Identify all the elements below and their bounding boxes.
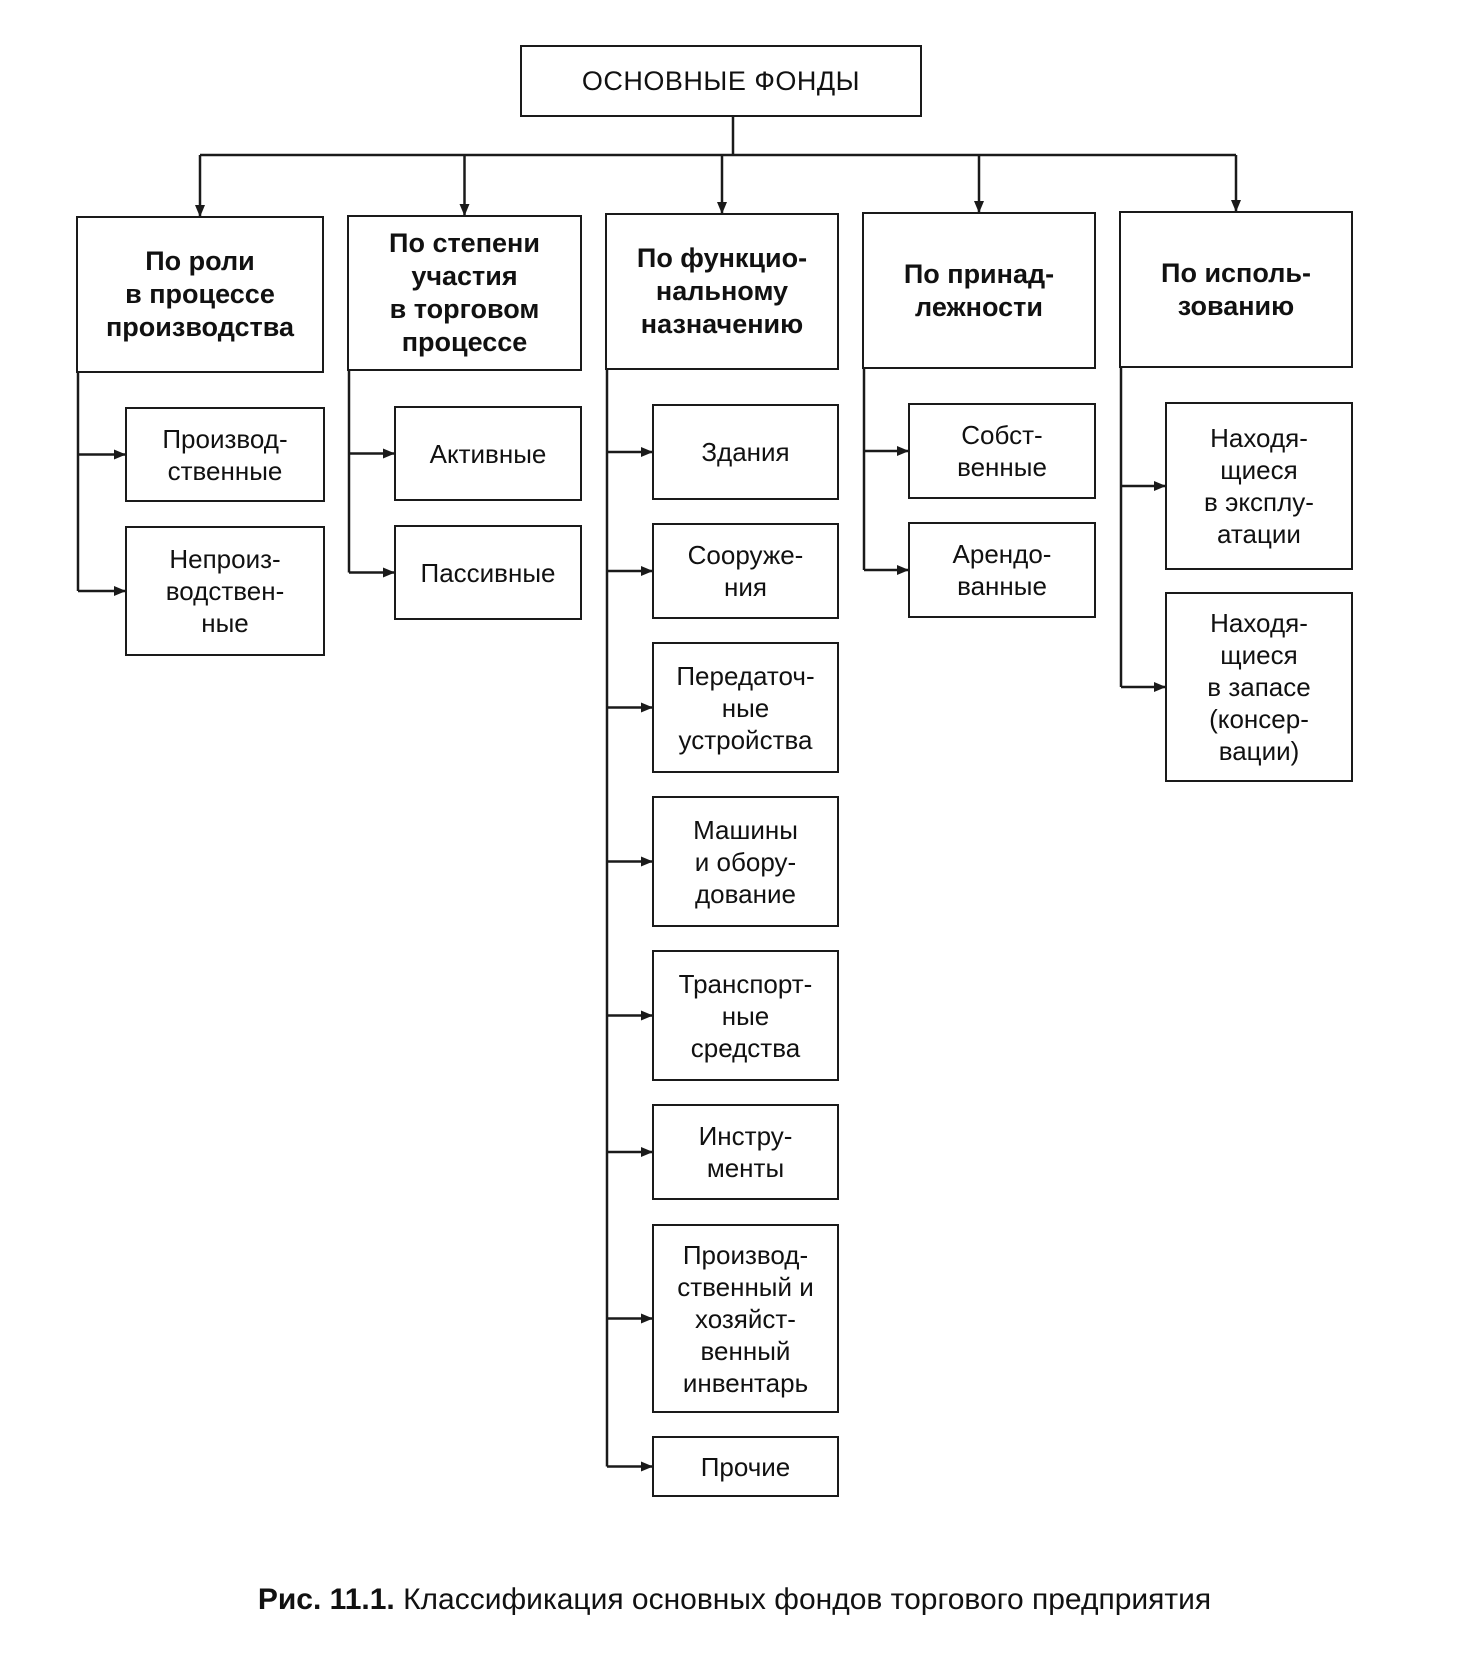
- root-label: ОСНОВНЫЕ ФОНДЫ: [581, 65, 861, 96]
- figure-caption: Рис. 11.1. Классификация основных фондов…: [0, 1583, 1469, 1617]
- category-label: По функцио- нальному назначению: [636, 243, 808, 339]
- leaf-box-non-production: Непроиз- водствен- ные: [125, 526, 325, 656]
- leaf-label: Находя- щиеся в эксплу- атации: [1204, 423, 1314, 549]
- leaf-label: Арендо- ванные: [952, 539, 1052, 601]
- connector-lines: [76, 117, 1241, 1472]
- leaf-label: Непроиз- водствен- ные: [165, 544, 285, 638]
- leaf-box-production: Производ- ственные: [125, 407, 325, 502]
- category-box-ownership: По принад- лежности: [862, 212, 1096, 369]
- leaf-label: Инстру- менты: [698, 1121, 793, 1183]
- leaf-label: Активные: [429, 438, 547, 469]
- leaf-box-structures: Сооруже- ния: [652, 523, 839, 619]
- leaf-label: Производ- ственный и хозяйст- венный инв…: [677, 1239, 814, 1398]
- leaf-box-tools: Инстру- менты: [652, 1104, 839, 1200]
- leaf-label: Сооруже- ния: [687, 540, 804, 602]
- category-box-function: По функцио- нальному назначению: [605, 213, 839, 370]
- leaf-box-machinery: Машины и обору- дование: [652, 796, 839, 927]
- leaf-label: Пассивные: [420, 557, 556, 588]
- leaf-label: Находя- щиеся в запасе (консер- вации): [1207, 608, 1311, 766]
- figure-caption-text: Классификация основных фондов торгового …: [403, 1583, 1212, 1616]
- leaf-label: Транспорт- ные средства: [678, 968, 813, 1063]
- leaf-box-vehicles: Транспорт- ные средства: [652, 950, 839, 1081]
- category-label: По принад- лежности: [903, 258, 1055, 322]
- leaf-label: Собст- венные: [957, 420, 1047, 482]
- leaf-box-leased: Арендо- ванные: [908, 522, 1096, 618]
- leaf-box-in-operation: Находя- щиеся в эксплу- атации: [1165, 402, 1353, 570]
- leaf-box-active: Активные: [394, 406, 582, 501]
- leaf-label: Прочие: [700, 1451, 791, 1482]
- leaf-label: Производ- ственные: [162, 423, 288, 486]
- leaf-box-transmission-devices: Передаточ- ные устройства: [652, 642, 839, 773]
- category-box-production-role: По роли в процессе производства: [76, 216, 324, 373]
- root-box-main-funds: ОСНОВНЫЕ ФОНДЫ: [520, 45, 922, 117]
- category-label: По степени участия в торговом процессе: [389, 228, 540, 357]
- category-box-usage: По исполь- зованию: [1119, 211, 1353, 368]
- category-label: По роли в процессе производства: [106, 246, 294, 342]
- leaf-box-other: Прочие: [652, 1436, 839, 1497]
- leaf-box-owned: Собст- венные: [908, 403, 1096, 499]
- category-label: По исполь- зованию: [1161, 257, 1311, 321]
- leaf-label: Здания: [701, 437, 790, 467]
- leaf-label: Передаточ- ные устройства: [676, 660, 815, 755]
- leaf-label: Машины и обору- дование: [693, 814, 798, 909]
- figure-number: Рис. 11.1.: [257, 1583, 395, 1616]
- category-box-trade-participation: По степени участия в торговом процессе: [347, 215, 582, 371]
- leaf-box-in-reserve: Находя- щиеся в запасе (консер- вации): [1165, 592, 1353, 782]
- leaf-box-buildings: Здания: [652, 404, 839, 500]
- leaf-box-passive: Пассивные: [394, 525, 582, 620]
- leaf-box-inventory: Производ- ственный и хозяйст- венный инв…: [652, 1224, 839, 1413]
